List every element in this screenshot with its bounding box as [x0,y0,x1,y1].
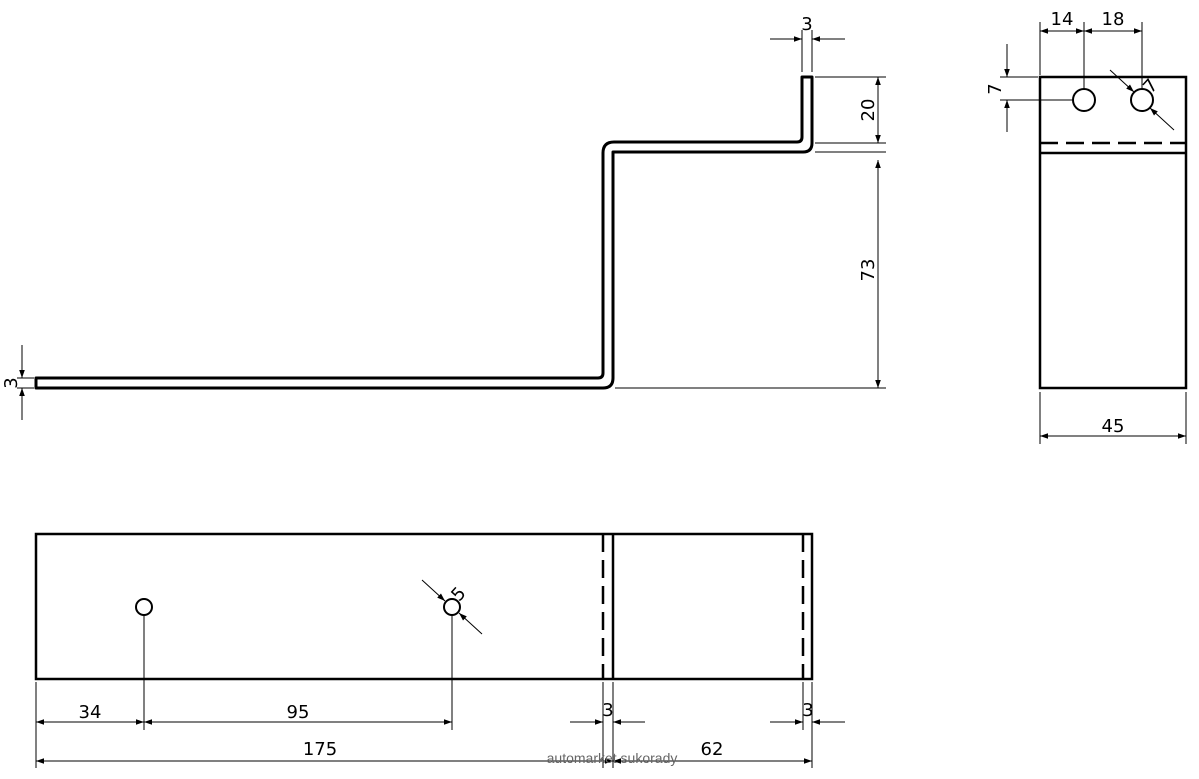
end-view: 14 18 7 7 45 [985,9,1188,444]
plan-hole-1 [135,598,153,616]
side-view: 3 20 73 3 [1,14,886,420]
dim-side-left-thickness [17,345,34,420]
dim-side-left-thickness-label: 3 [1,377,22,388]
end-outline [1038,75,1188,390]
dim-side-upper-height-label: 20 [858,99,879,122]
dim-plan-bend-thickness-2-label: 3 [802,700,813,721]
dim-end-hole-spacing-right-label: 18 [1102,9,1125,30]
dim-end-width [1039,392,1187,444]
side-profile [34,75,814,390]
dim-end-hole-spacing [1039,22,1143,89]
dim-side-top-thickness [770,30,845,72]
dim-end-hole-spacing-left-label: 14 [1051,9,1074,30]
dim-side-lower-height-label: 73 [858,259,879,282]
dim-plan-hole-spacing-label: 95 [287,702,310,723]
dim-end-hole-offset [1000,44,1073,132]
watermark-text: automarket sukorady [547,750,678,766]
dim-plan-first-hole-label: 34 [79,702,102,723]
dim-plan-hole-diameter [421,579,483,635]
plan-extension-lines [35,615,813,768]
end-hole-1 [1072,88,1096,112]
dim-plan-bend-thickness-1-label: 3 [602,700,613,721]
dim-end-hole-diameter-label: 7 [1139,75,1162,98]
dim-end-hole-offset-label: 7 [985,83,1006,94]
dim-end-width-label: 45 [1102,416,1125,437]
plan-outline [34,532,814,681]
dim-plan-short-length-label: 62 [701,739,724,760]
dim-side-top-thickness-label: 3 [801,14,812,35]
plan-view: 5 34 95 3 3 [34,532,845,768]
dim-side-heights [615,76,886,389]
dim-plan-long-length-label: 175 [303,739,337,760]
dim-plan-hole-diameter-label: 5 [447,583,470,606]
dim-end-hole-diameter [1109,69,1175,131]
